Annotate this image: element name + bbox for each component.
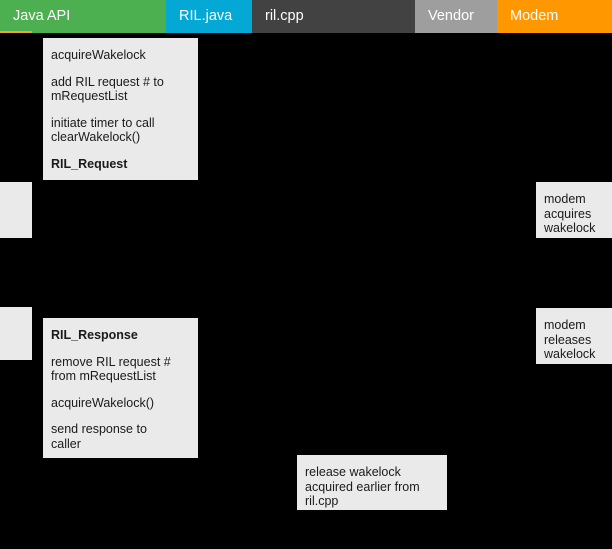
lane-header-ril-cpp[interactable]: ril.cpp (252, 0, 415, 33)
lane-label-ril-java: RIL.java (179, 8, 233, 25)
lane-label-vendor: Vendor (428, 8, 474, 25)
lane-underline-accent (0, 31, 32, 33)
note-line: modem releases wakelock (544, 318, 596, 361)
note-release-wakelock[interactable]: release wakelock acquired earlier from r… (297, 455, 447, 510)
note-line: remove RIL request # from mRequestList (51, 354, 171, 384)
lane-label-java-api: Java API (13, 8, 71, 25)
lane-label-modem: Modem (510, 8, 559, 25)
note-line: add RIL request # to mRequestList (51, 74, 164, 104)
note-clipped-left-upper[interactable] (0, 182, 32, 238)
note-line: acquireWakelock() (51, 395, 155, 410)
note-line: send response to caller (51, 422, 147, 451)
note-modem-releases-wakelock[interactable]: modem releases wakelock (536, 308, 612, 364)
lane-label-ril-cpp: ril.cpp (265, 8, 304, 25)
lane-header-vendor[interactable]: Vendor (415, 0, 497, 33)
note-line: release wakelock acquired earlier from r… (305, 465, 420, 508)
note-title: RIL_Response (51, 328, 138, 342)
note-clipped-left-lower[interactable] (0, 307, 32, 360)
note-line: modem acquires wakelock (544, 192, 596, 235)
lane-header-modem[interactable]: Modem (497, 0, 612, 33)
note-title: RIL_Request (51, 156, 128, 171)
lane-header-ril-java[interactable]: RIL.java (166, 0, 252, 33)
note-modem-acquires-wakelock[interactable]: modem acquires wakelock (536, 182, 612, 238)
note-line: acquireWakelock (51, 48, 146, 62)
lane-header-java-api[interactable]: Java API (0, 0, 166, 33)
note-ril-request[interactable]: acquireWakelock add RIL request # to mRe… (43, 38, 198, 180)
note-line: initiate timer to call clearWakelock() (51, 115, 155, 145)
swimlane-header: Java API RIL.java ril.cpp Vendor Modem (0, 0, 612, 33)
note-ril-response[interactable]: RIL_Response remove RIL request # from m… (43, 318, 198, 458)
